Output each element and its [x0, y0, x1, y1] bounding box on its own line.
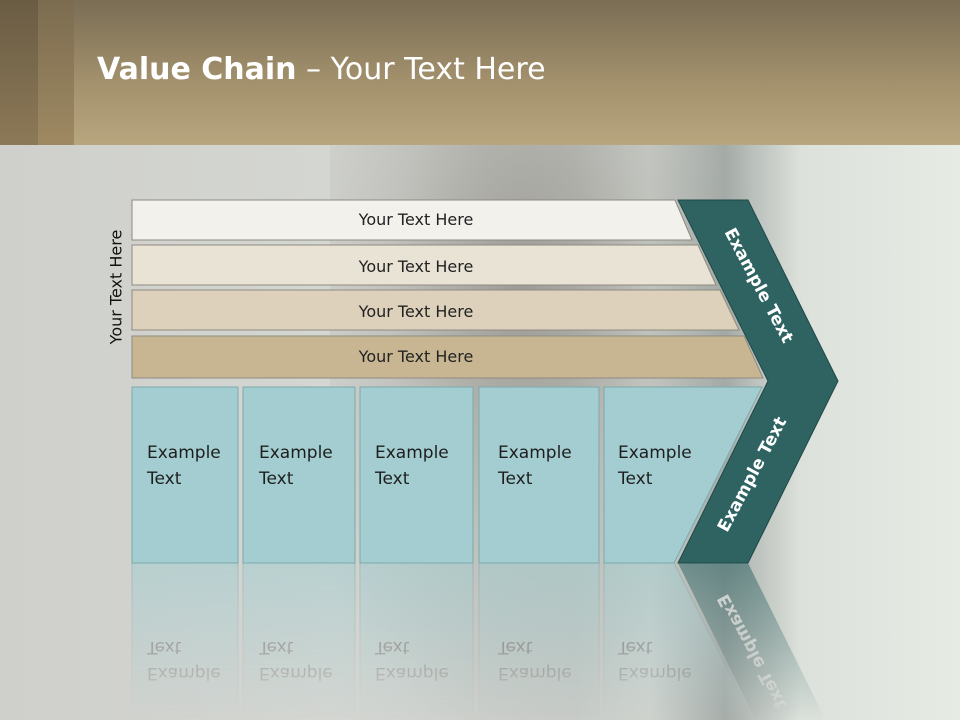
band-3-label: Your Text Here: [358, 302, 474, 321]
cell-2-line2: Text: [258, 469, 294, 489]
cell-1-line2: Text: [146, 469, 182, 489]
cell-3: [359, 386, 474, 564]
band-1-label: Your Text Here: [358, 210, 474, 229]
cell-1: [131, 386, 239, 564]
cell-2-line1: Example: [259, 443, 333, 463]
cell-4-line2: Text: [497, 469, 533, 489]
title-rest: – Your Text Here: [296, 52, 546, 87]
band-2: [131, 244, 717, 286]
title-bold: Value Chain: [97, 52, 297, 87]
cell-5-line1: Example: [618, 443, 692, 463]
cell-1-line1: Example: [147, 443, 221, 463]
reflection-cell-4-line1: Example: [498, 663, 572, 683]
cell-2: [242, 386, 356, 564]
reflection-cell-2-line1: Example: [259, 663, 333, 683]
reflection-cell-3-line1: Example: [375, 663, 449, 683]
cell-3-line2: Text: [374, 469, 410, 489]
band-1: [131, 199, 693, 241]
band-4-label: Your Text Here: [358, 347, 474, 366]
band-2-label: Your Text Here: [358, 257, 474, 276]
reflection-cell-5-line2: Text: [617, 637, 653, 657]
header-stripe-dark: [0, 0, 38, 145]
cell-4: [478, 386, 600, 564]
cell-5-line2: Text: [617, 469, 653, 489]
header-stripe-light: [38, 0, 74, 145]
band-3: [131, 289, 740, 331]
reflection-cell-4-line2: Text: [497, 637, 533, 657]
cells-group: Example Text Example Text Example Text E…: [131, 386, 763, 564]
slide-title: Value Chain – Your Text Here: [97, 52, 546, 87]
reflection-group: Example Text Example Text Example Text E…: [131, 562, 826, 720]
cell-4-line1: Example: [498, 443, 572, 463]
bands-group: Your Text Here Your Text Here Your Text …: [131, 199, 764, 379]
reflection-cell-2-line2: Text: [258, 637, 294, 657]
band-4: [131, 335, 764, 379]
reflection-cell-1-line1: Example: [147, 663, 221, 683]
cell-3-line1: Example: [375, 443, 449, 463]
reflection-cell-5-line1: Example: [618, 663, 692, 683]
reflection-cell-1-line2: Text: [146, 637, 182, 657]
header-bar: [0, 0, 960, 145]
reflection-cell-3-line2: Text: [374, 637, 410, 657]
